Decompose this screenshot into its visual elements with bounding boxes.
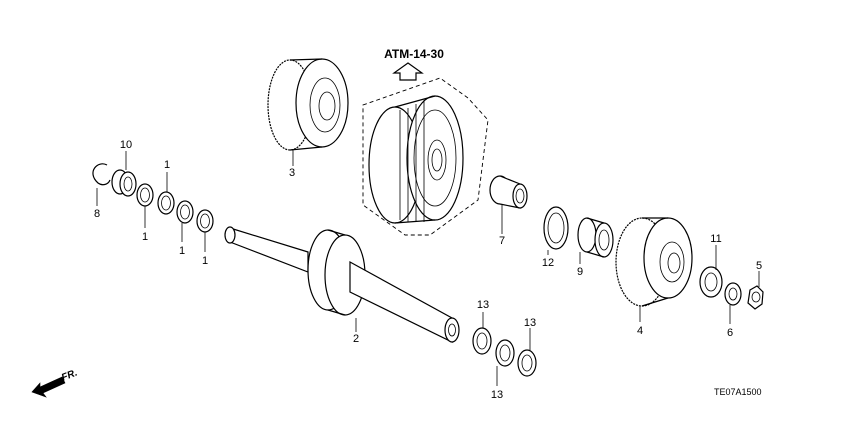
sleeve-part-7 — [489, 175, 528, 209]
callout-1c[interactable]: 1 — [179, 245, 185, 257]
callout-11[interactable]: 11 — [710, 233, 721, 245]
needle-bearing-part-10 — [111, 169, 137, 197]
reference-label[interactable]: ATM-14-30 — [384, 47, 444, 61]
washer-part-13b — [495, 339, 515, 367]
washer-part-13c — [517, 349, 537, 377]
callout-8[interactable]: 8 — [94, 208, 100, 220]
callout-5[interactable]: 5 — [756, 260, 762, 272]
callout-6[interactable]: 6 — [727, 327, 733, 339]
washer-part-1b — [157, 191, 175, 215]
clutch-drum-assembly — [368, 95, 464, 224]
callout-1d[interactable]: 1 — [202, 255, 208, 267]
shaft-part-2 — [224, 226, 460, 343]
assembly-outline — [362, 77, 489, 236]
up-arrow-icon — [392, 62, 424, 81]
callout-12[interactable]: 12 — [542, 257, 554, 269]
front-label: FR. — [60, 368, 79, 384]
nut-part-5 — [747, 285, 764, 310]
callout-3[interactable]: 3 — [289, 167, 295, 179]
washer-part-13a — [472, 327, 492, 355]
callout-13a[interactable]: 13 — [477, 299, 489, 311]
callout-10[interactable]: 10 — [120, 139, 132, 151]
washer-part-1d — [196, 209, 214, 233]
gear-part-3 — [267, 58, 349, 151]
washer-part-6 — [724, 282, 742, 306]
callout-4[interactable]: 4 — [637, 325, 643, 337]
washer-part-1a — [136, 183, 154, 207]
callout-1b[interactable]: 1 — [142, 231, 148, 243]
needle-bearing-part-9 — [577, 217, 614, 258]
washer-part-1c — [176, 200, 194, 224]
leader-lines — [96, 150, 760, 386]
callout-13b[interactable]: 13 — [491, 389, 503, 401]
callout-9[interactable]: 9 — [577, 266, 583, 278]
callout-13c[interactable]: 13 — [524, 317, 536, 329]
callout-7[interactable]: 7 — [499, 235, 505, 247]
front-arrow-icon — [31, 376, 66, 398]
thrust-washer-part-12 — [543, 206, 569, 250]
callout-1a[interactable]: 1 — [164, 159, 170, 171]
front-direction-indicator: FR. — [31, 368, 79, 398]
washer-part-11 — [699, 266, 723, 298]
diagram-code: TE07A1500 — [714, 387, 762, 397]
snap-ring-part-8 — [92, 163, 111, 186]
gear-part-4 — [615, 217, 693, 307]
callout-2[interactable]: 2 — [353, 333, 359, 345]
